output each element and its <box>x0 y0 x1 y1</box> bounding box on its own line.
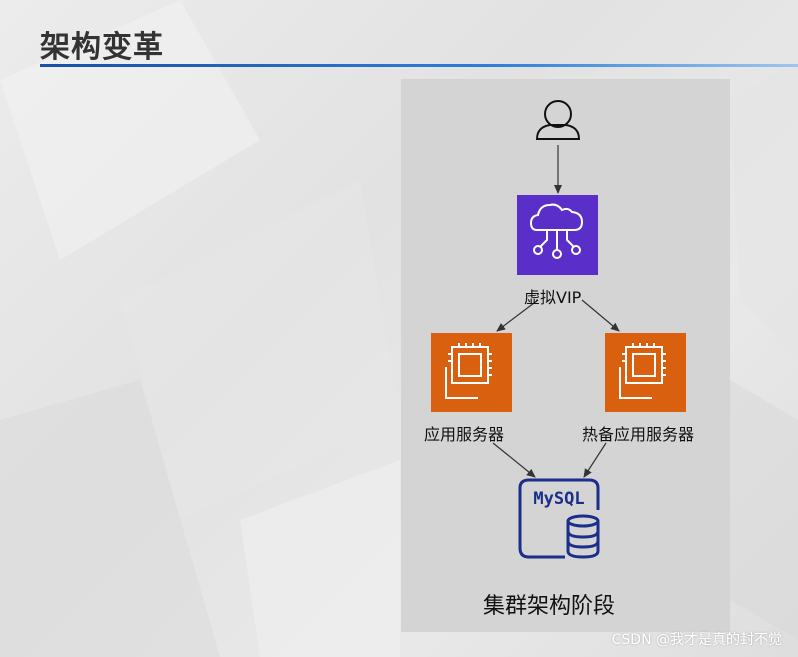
title-underline <box>40 64 798 67</box>
edge-app-db <box>492 442 536 478</box>
standby-server-label: 热备应用服务器 <box>582 425 695 444</box>
cloud-network-icon <box>529 203 584 259</box>
edge-vip-standby <box>581 299 620 332</box>
diagram-caption: 集群架构阶段 <box>483 594 616 619</box>
edge-standby-db <box>583 442 607 478</box>
slide-title: 架构变革 <box>40 30 164 65</box>
app-server-box <box>431 333 512 412</box>
database-icon <box>518 478 600 559</box>
user-icon <box>535 100 581 140</box>
cpu-chip-icon <box>445 343 492 399</box>
vip-label: 虚拟VIP <box>524 288 582 307</box>
edge-vip-app <box>496 299 539 332</box>
app-server-label: 应用服务器 <box>424 425 505 444</box>
watermark: CSDN @我才是真的封不觉 <box>611 632 782 648</box>
mysql-label: MySQL <box>533 489 584 509</box>
standby-server-box <box>605 333 686 412</box>
cpu-chip-icon <box>619 343 666 399</box>
